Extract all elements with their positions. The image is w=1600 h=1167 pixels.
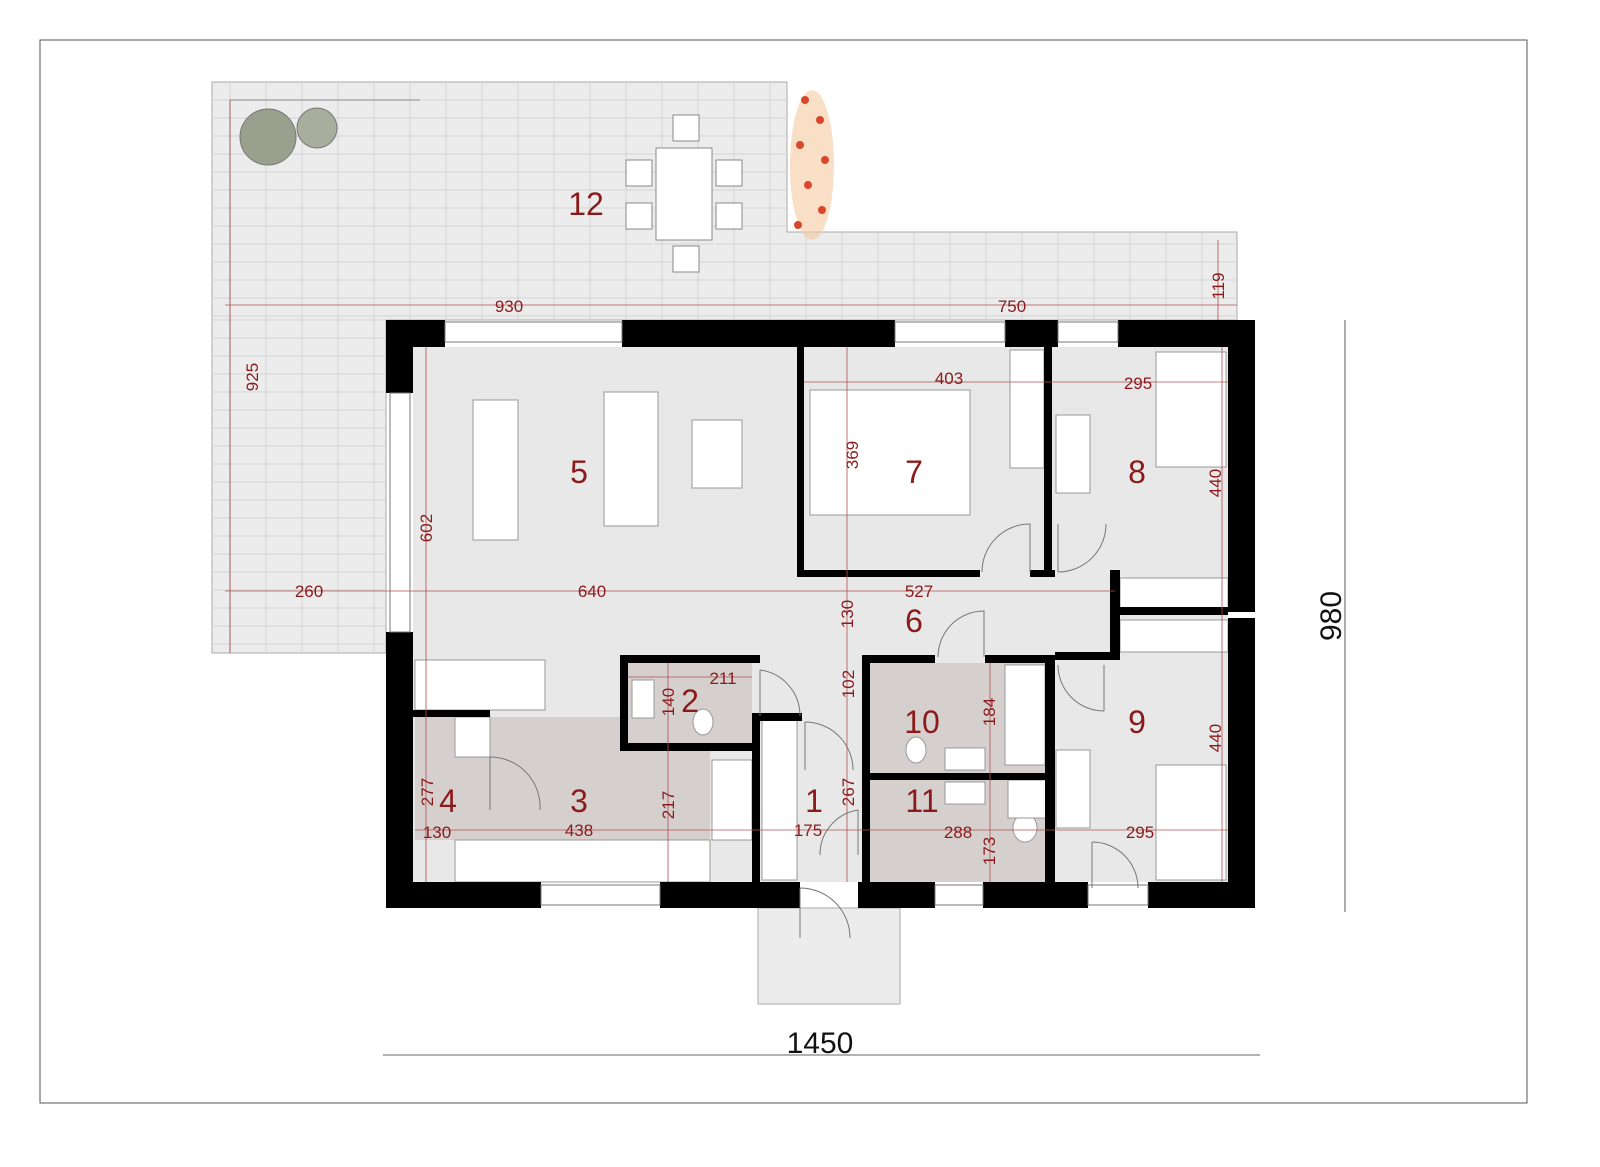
room-label-12: 12: [568, 186, 604, 222]
dim-r8-w: 295: [1124, 374, 1152, 393]
bed-icon: [809, 389, 971, 516]
dim-r9-w: 295: [1126, 823, 1154, 842]
room-label-2: 2: [681, 683, 699, 719]
terrace: [211, 81, 1238, 1005]
cooktop-icon: [711, 759, 753, 841]
dim-r4-h: 277: [418, 778, 437, 806]
dim-r1-h: 267: [839, 778, 858, 806]
sofa-icon: [603, 391, 659, 527]
room-label-5: 5: [570, 454, 588, 490]
dim-total-width: 1450: [787, 1027, 854, 1060]
washing-machine-icon: [1007, 779, 1047, 819]
furniture: [414, 349, 1229, 883]
coffee-table-icon: [691, 419, 743, 489]
dim-r9-h: 440: [1206, 724, 1225, 752]
kitchen-island-icon: [414, 659, 546, 711]
single-bed-icon: [1155, 764, 1227, 881]
dim-r11-h: 173: [980, 837, 999, 865]
sink-icon: [944, 747, 986, 771]
dim-r10-h: 184: [980, 698, 999, 726]
doors: [489, 523, 1139, 939]
dim-r7-h: 369: [843, 441, 862, 469]
room-labels: 1 2 3 4 5 6 7 8 9 10 11 12: [439, 186, 1146, 819]
toilet-icon: [692, 708, 714, 736]
stove-icon: [454, 716, 491, 758]
room-label-6: 6: [905, 603, 923, 639]
dim-terrace-depth: 119: [1209, 272, 1228, 299]
terrace-dining-table-icon: [625, 114, 743, 273]
dim-r3-w: 438: [565, 821, 593, 840]
dim-r4-w: 130: [423, 823, 451, 842]
dim-hall-w: 527: [905, 582, 933, 601]
room-label-4: 4: [439, 783, 457, 819]
dim-r7-w: 403: [935, 369, 963, 388]
dimension-values: 930 750 119 925 260 640 602 527 130 403 …: [243, 272, 1348, 1060]
room-label-7: 7: [905, 454, 923, 490]
sink-icon: [944, 781, 986, 805]
single-bed-icon: [1155, 351, 1227, 468]
dimension-lines: [225, 100, 1346, 1056]
entry-wardrobe-icon: [761, 719, 798, 881]
dim-r1-top: 102: [839, 670, 858, 698]
sink-icon: [631, 679, 655, 719]
toilet-icon: [905, 736, 927, 764]
walls: [386, 320, 1255, 908]
closet-icon: [1119, 619, 1229, 653]
dim-r2-h: 140: [659, 688, 678, 716]
bathtub-icon: [1004, 664, 1046, 766]
room-label-3: 3: [570, 783, 588, 819]
wardrobe-icon: [1009, 349, 1045, 469]
dim-total-height: 980: [1315, 591, 1348, 641]
dim-r8-h: 440: [1206, 469, 1225, 497]
kitchen-counter-icon: [454, 839, 711, 883]
windows: [389, 321, 1149, 906]
entrance-step: [757, 907, 901, 1005]
dining-table-icon: [472, 399, 519, 541]
dim-living-h: 602: [417, 514, 436, 542]
room-label-1: 1: [805, 783, 823, 819]
dim-living-w: 640: [578, 582, 606, 601]
room-label-9: 9: [1128, 704, 1146, 740]
dim-terrace-w1: 930: [495, 297, 523, 316]
desk-icon: [1055, 749, 1091, 829]
dim-r3-h: 217: [659, 791, 678, 819]
room-label-8: 8: [1128, 454, 1146, 490]
room-label-10: 10: [904, 704, 940, 740]
dim-terrace-side: 260: [295, 582, 323, 601]
dim-r2-w: 211: [709, 669, 736, 688]
dim-r11-w: 288: [944, 823, 972, 842]
dim-terrace-h: 925: [243, 363, 262, 391]
dim-hall-h: 130: [838, 600, 857, 628]
desk-icon: [1055, 414, 1091, 494]
plant-icon: [239, 107, 338, 166]
dim-terrace-w2: 750: [998, 297, 1026, 316]
closet-icon: [1119, 577, 1229, 611]
page-frame: [39, 39, 1528, 1104]
room-label-11: 11: [905, 783, 938, 819]
flower-bush-icon: [790, 90, 834, 240]
dim-r1-w: 175: [794, 821, 822, 840]
